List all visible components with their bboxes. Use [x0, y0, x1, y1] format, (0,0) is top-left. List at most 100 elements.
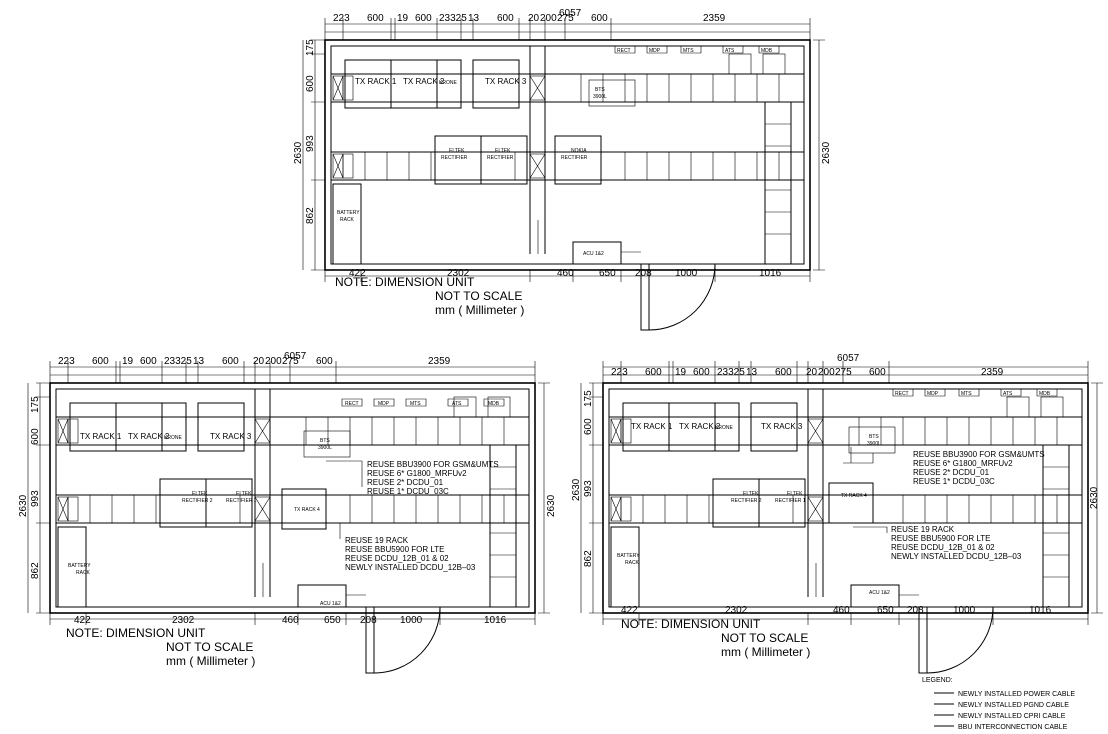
tx-rack-1-label: TX RACK 1: [631, 422, 673, 431]
top-dim: 600: [775, 367, 792, 378]
top-dim: 19: [397, 13, 409, 24]
bts-label: BTS: [595, 87, 605, 93]
top-dim: 19: [122, 356, 134, 367]
annot-gsm-3: REUSE 2* DCDU_01: [367, 478, 444, 487]
side-dim: 993: [583, 480, 594, 497]
top-tag: MTS: [410, 401, 421, 407]
note-line-3: mm ( Millimeter ): [721, 645, 810, 659]
rectifier-label: RECTIFIER: [487, 155, 514, 161]
annot-gsm-2: REUSE 6* G1800_MRFUv2: [913, 459, 1013, 468]
top-dim: 20: [528, 13, 540, 24]
krone-label: KRONE: [715, 425, 733, 431]
bts-model: 3900L: [867, 441, 881, 447]
eltek-label: ELTEK: [495, 148, 511, 154]
top-tag: MTS: [683, 48, 694, 54]
rectifier-2-label: RECTIFIER 2: [731, 498, 762, 504]
plan2-annotations: REUSE BBU3900 FOR GSM&UMTS REUSE 6* G180…: [345, 460, 499, 572]
rack-label: RACK: [340, 217, 355, 223]
top-tag: MDB: [1039, 391, 1051, 397]
note-line-1: NOTE: DIMENSION UNIT: [335, 275, 475, 289]
bottom-dim: 460: [282, 615, 299, 626]
bts-model: 3900L: [593, 94, 607, 100]
battery-label: BATTERY: [68, 563, 91, 569]
top-tag: MDP: [378, 401, 390, 407]
side-dim: 993: [305, 135, 316, 152]
total-height-right: 2630: [821, 141, 832, 164]
top-dim: 600: [693, 367, 710, 378]
rectifier-1-label: RECTIFIER 1: [226, 498, 257, 504]
note-line-1: NOTE: DIMENSION UNIT: [66, 626, 206, 640]
annot-lte-1: REUSE 19 RACK: [345, 536, 409, 545]
top-dim: 223: [333, 13, 350, 24]
annot-gsm-1: REUSE BBU3900 FOR GSM&UMTS: [367, 460, 499, 469]
eltek-label: ELTEK: [236, 491, 252, 497]
side-dim: 175: [30, 396, 41, 413]
plan1-note: NOTE: DIMENSION UNIT NOT TO SCALE mm ( M…: [335, 275, 524, 317]
note-line-2: NOT TO SCALE: [435, 289, 522, 303]
rectifier-1-label: RECTIFIER 1: [775, 498, 806, 504]
note-line-2: NOT TO SCALE: [166, 640, 253, 654]
acu-label: ACU 1&2: [583, 251, 604, 257]
total-height-right: 2630: [546, 494, 557, 517]
top-tag: MDB: [488, 401, 500, 407]
top-dim: 20: [806, 367, 818, 378]
tx-rack-2-label: TX RACK 2: [679, 422, 721, 431]
legend: LEGEND: NEWLY INSTALLED POWER CABLE NEWL…: [922, 677, 1075, 731]
bottom-dim: 2302: [172, 615, 195, 626]
top-dim: 200: [818, 367, 835, 378]
plan3-note: NOTE: DIMENSION UNIT NOT TO SCALE mm ( M…: [621, 617, 810, 659]
bts-model: 3900L: [318, 445, 332, 451]
top-tag: ATS: [452, 401, 462, 407]
top-tag: MTS: [961, 391, 972, 397]
total-height-right: 2630: [1089, 486, 1100, 509]
annot-lte-3: REUSE DCDU_12B_01 & 02: [891, 543, 995, 552]
legend-title: LEGEND:: [922, 677, 953, 684]
floor-plan-1: 223 600 19 600 23325 13 600 20 200 275 6…: [293, 8, 832, 331]
acu-label: ACU 1&2: [869, 590, 890, 596]
legend-item-cpri: NEWLY INSTALLED CPRI CABLE: [958, 713, 1066, 720]
side-dim: 862: [583, 550, 594, 567]
total-height: 2630: [18, 494, 29, 517]
side-dim: 600: [30, 428, 41, 445]
note-line-3: mm ( Millimeter ): [435, 303, 524, 317]
legend-item-bbu: BBU INTERCONNECTION CABLE: [958, 724, 1068, 731]
plan3-annotations: REUSE BBU3900 FOR GSM&UMTS REUSE 6* G180…: [891, 450, 1045, 561]
bottom-dim: 208: [360, 615, 377, 626]
bottom-dim: 1016: [1029, 605, 1052, 616]
bottom-dim: 1016: [759, 268, 782, 279]
top-tag: MDB: [761, 48, 773, 54]
tx-rack-3-label: TX RACK 3: [761, 422, 803, 431]
top-dim: 23325: [439, 13, 467, 24]
top-dim: 23325: [164, 356, 192, 367]
side-dim: 600: [305, 75, 316, 92]
top-dim: 13: [193, 356, 205, 367]
top-tag: ATS: [1003, 391, 1013, 397]
annot-gsm-4: REUSE 1* DCDU_03C: [367, 487, 449, 496]
bottom-dim: 460: [557, 268, 574, 279]
tx-rack-2-label: TX RACK 2: [128, 432, 170, 441]
top-tag: MDP: [927, 391, 939, 397]
top-tag: MDP: [649, 48, 661, 54]
bottom-dim: 2302: [725, 605, 748, 616]
top-dim: 223: [611, 367, 628, 378]
bottom-dim: 650: [877, 605, 894, 616]
top-dim: 600: [869, 367, 886, 378]
bottom-dim: 650: [599, 268, 616, 279]
rectifier-label: RECTIFIER: [561, 155, 588, 161]
krone-label: KRONE: [439, 80, 457, 86]
top-dim: 223: [58, 356, 75, 367]
top-dim: 20: [253, 356, 265, 367]
eltek-label: ELTEK: [787, 491, 803, 497]
side-dim: 175: [583, 390, 594, 407]
top-dim: 2359: [981, 367, 1004, 378]
bottom-dim: 422: [349, 268, 366, 279]
bottom-dim: 1000: [953, 605, 976, 616]
bts-label: BTS: [320, 438, 330, 444]
top-dim: 600: [367, 13, 384, 24]
plan3-labels: 223 600 19 600 23325 13 600 20 200 275 6…: [571, 353, 1100, 616]
top-dim: 600: [316, 356, 333, 367]
plan2-note: NOTE: DIMENSION UNIT NOT TO SCALE mm ( M…: [66, 626, 255, 668]
legend-item-power: NEWLY INSTALLED POWER CABLE: [958, 691, 1075, 698]
bottom-dim: 422: [74, 615, 91, 626]
